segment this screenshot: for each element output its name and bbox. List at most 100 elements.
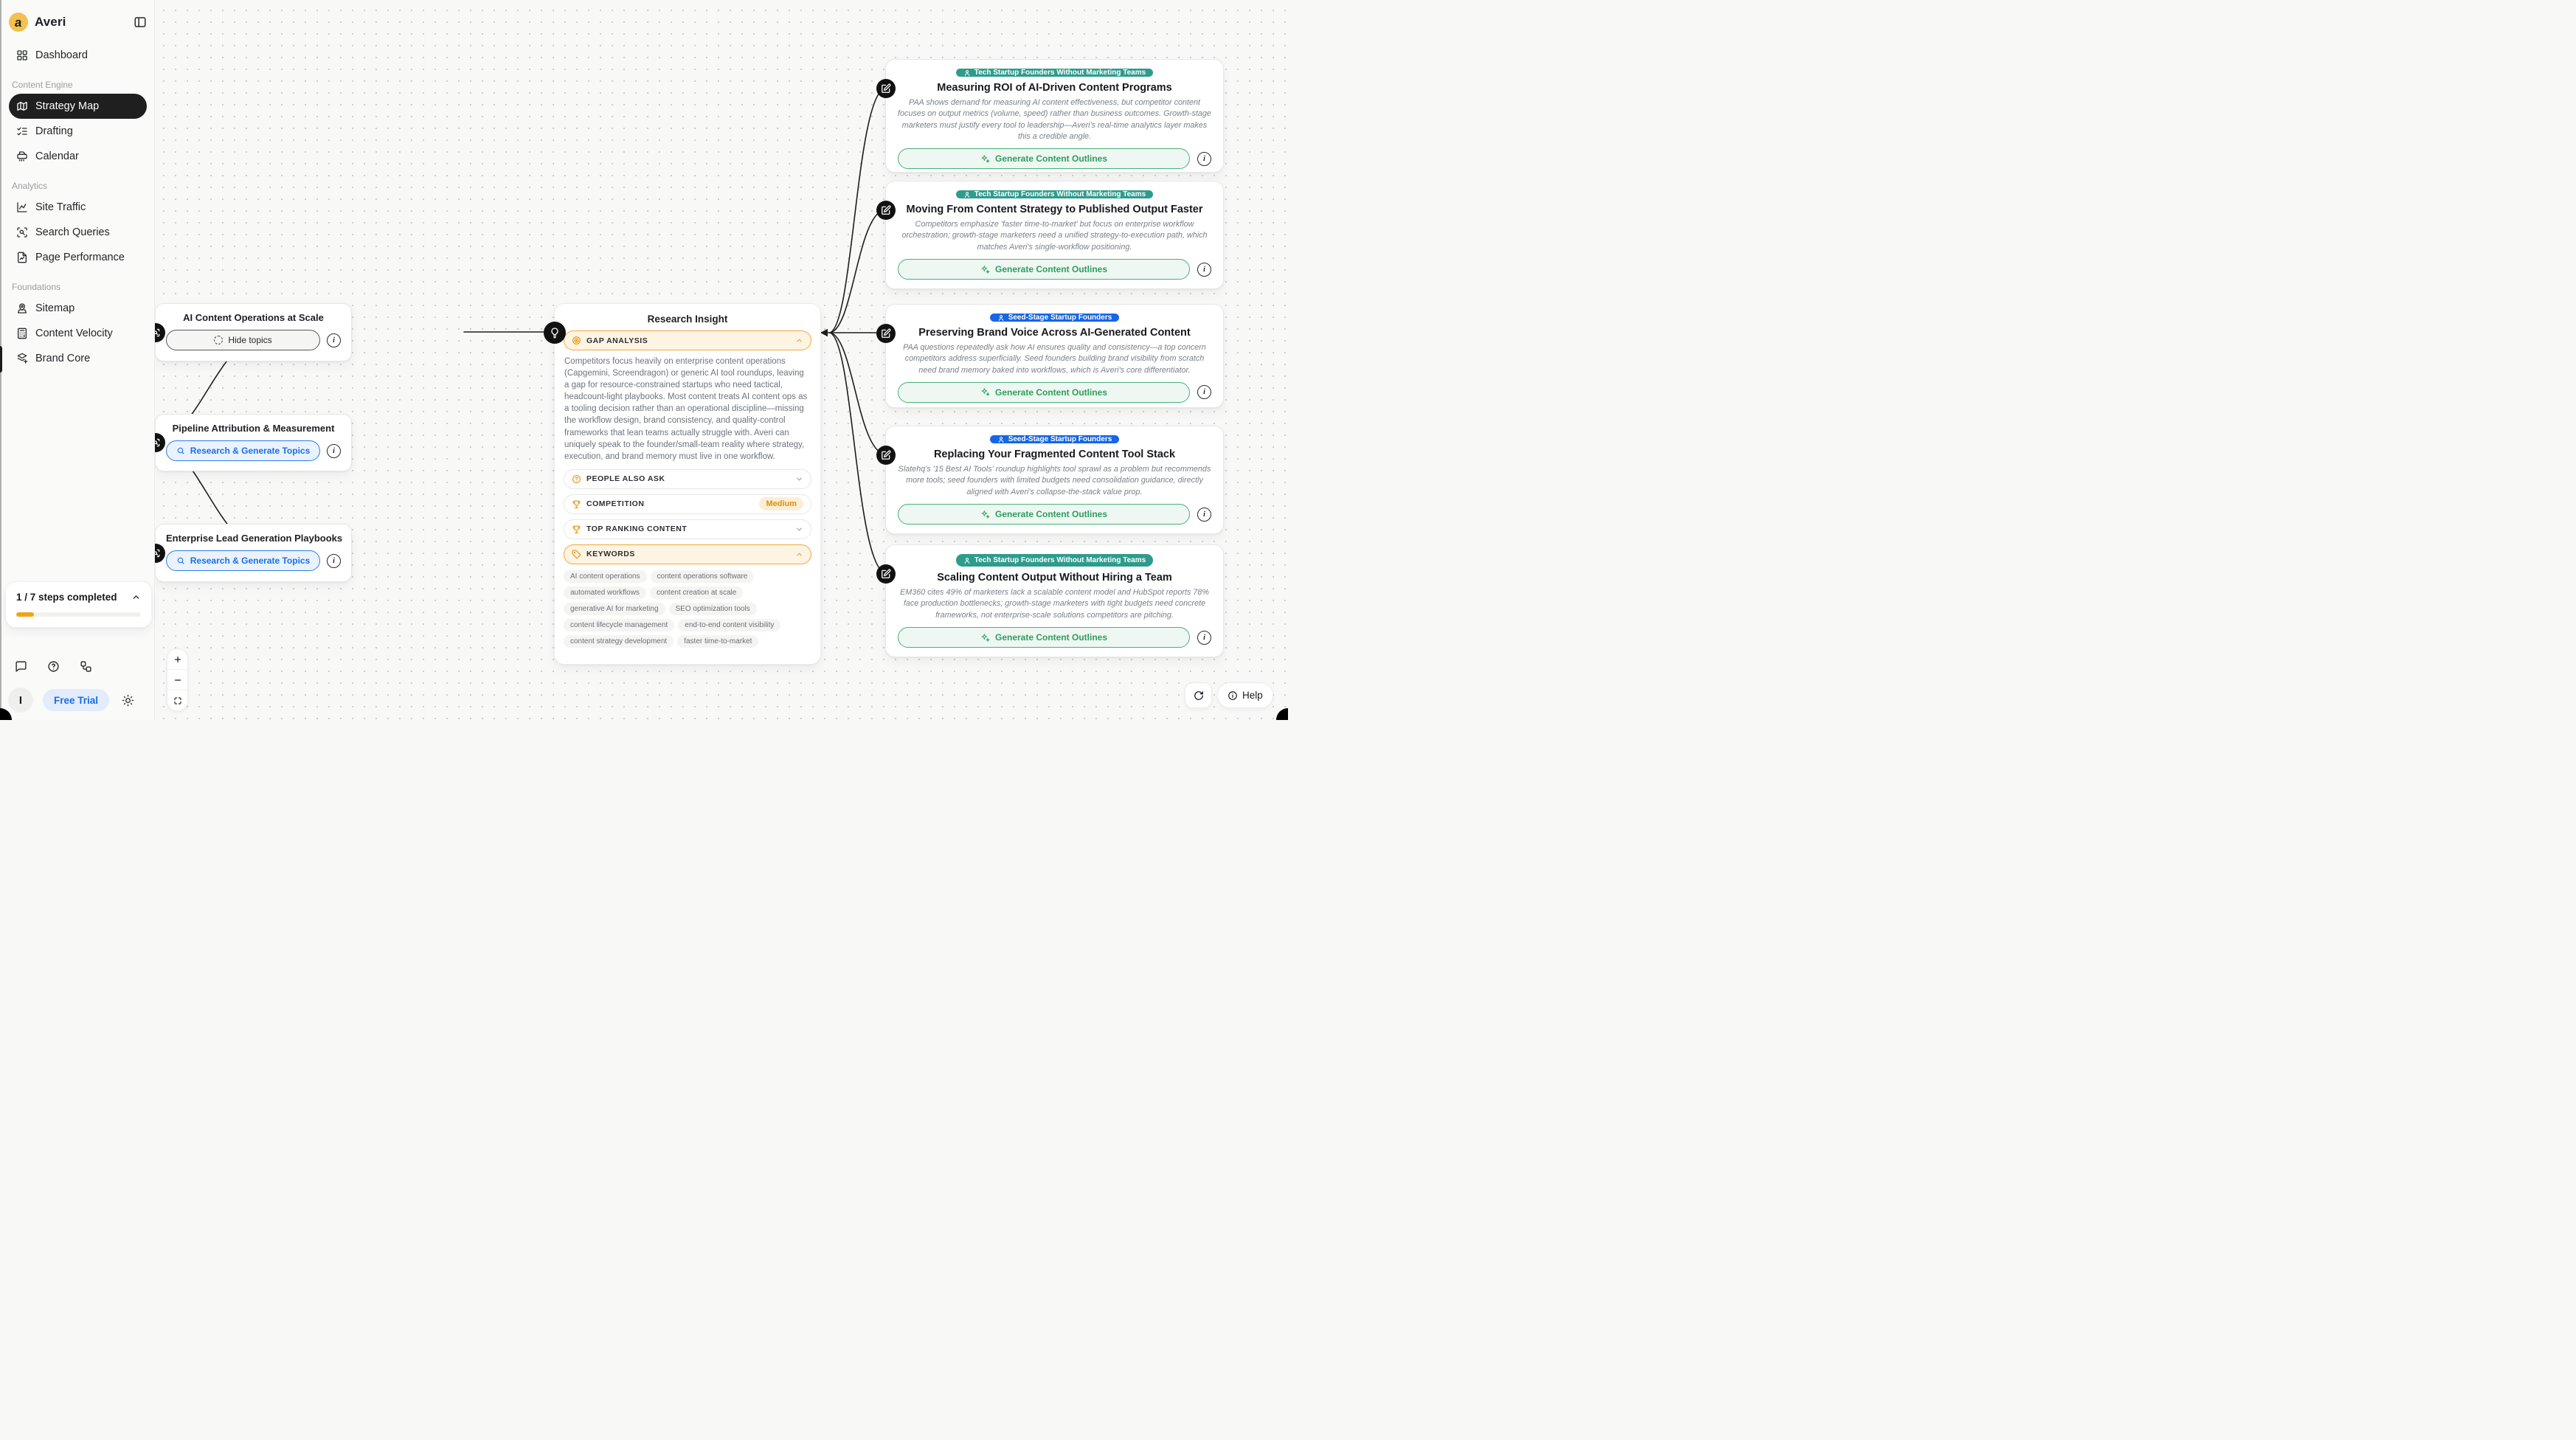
- research-generate-topics-button[interactable]: Research & Generate Topics: [166, 440, 320, 461]
- competition-row[interactable]: COMPETITION Medium: [564, 494, 811, 514]
- info-icon[interactable]: i: [327, 443, 341, 458]
- minus-icon: [174, 679, 181, 681]
- keyword-chip[interactable]: SEO optimization tools: [668, 602, 757, 615]
- edit-badge-icon: [876, 446, 896, 465]
- chat-feedback-icon[interactable]: [15, 660, 27, 673]
- opportunity-card-strategy-to-output[interactable]: Tech Startup Founders Without Marketing …: [876, 181, 1224, 289]
- audience-badge: Tech Startup Founders Without Marketing …: [955, 554, 1154, 567]
- keyword-chip[interactable]: content strategy development: [564, 634, 674, 648]
- fit-view-icon: [173, 696, 181, 705]
- refresh-button[interactable]: [1185, 682, 1212, 708]
- keyword-chip[interactable]: content operations software: [650, 570, 755, 583]
- research-insight-card[interactable]: Research Insight GAP ANALYSIS Competitor…: [544, 303, 821, 665]
- edit-badge-icon: [876, 564, 896, 584]
- hide-topics-button[interactable]: Hide topics: [166, 330, 320, 350]
- sidebar-item-calendar[interactable]: Calendar: [9, 144, 147, 169]
- opportunity-card-tool-stack[interactable]: Seed-Stage Startup Founders Replacing Yo…: [876, 426, 1224, 534]
- info-icon[interactable]: i: [1197, 630, 1211, 645]
- spinner-icon: [214, 336, 224, 345]
- theme-toggle-sun-icon[interactable]: [122, 694, 134, 707]
- keyword-chip[interactable]: automated workflows: [564, 586, 646, 599]
- strategy-map-canvas[interactable]: AI Content Operations at Scale Hide topi…: [146, 0, 1288, 720]
- calendar-icon: [17, 151, 27, 162]
- sparkles-icon: [981, 265, 990, 274]
- info-icon[interactable]: i: [1197, 262, 1211, 277]
- generate-content-outlines-button[interactable]: Generate Content Outlines: [898, 504, 1190, 525]
- map-icon: [17, 102, 27, 111]
- generate-content-outlines-button[interactable]: Generate Content Outlines: [898, 381, 1190, 403]
- audience-badge: Tech Startup Founders Without Marketing …: [955, 190, 1154, 199]
- help-circle-icon[interactable]: [47, 660, 60, 673]
- app-name: Averi: [35, 15, 66, 29]
- opportunity-card-scaling-output[interactable]: Tech Startup Founders Without Marketing …: [876, 544, 1224, 657]
- workflow-icon[interactable]: [80, 660, 92, 673]
- calculator-icon: [18, 328, 27, 339]
- user-avatar[interactable]: I: [8, 688, 33, 713]
- sidebar-item-label: Page Performance: [35, 252, 125, 263]
- sidebar-item-drafting[interactable]: Drafting: [9, 119, 147, 144]
- section-label-foundations: Foundations: [12, 282, 61, 292]
- sidebar-item-label: Calendar: [35, 150, 79, 162]
- collapse-sidebar-icon[interactable]: [134, 15, 147, 29]
- info-icon[interactable]: i: [327, 553, 341, 568]
- topic-node-enterprise-lead-generation[interactable]: Enterprise Lead Generation Playbooks Res…: [146, 524, 352, 582]
- row-label: PEOPLE ALSO ASK: [586, 474, 665, 484]
- onboarding-steps-card[interactable]: 1 / 7 steps completed: [5, 581, 152, 628]
- steps-progress-bar: [16, 612, 141, 617]
- sparkles-icon: [981, 633, 990, 642]
- keywords-row[interactable]: KEYWORDS: [564, 544, 811, 564]
- research-generate-topics-button[interactable]: Research & Generate Topics: [166, 550, 320, 571]
- info-icon[interactable]: i: [1197, 507, 1211, 522]
- sidebar-item-strategy-map[interactable]: Strategy Map: [9, 94, 147, 119]
- keyword-chip[interactable]: content creation at scale: [649, 586, 744, 599]
- info-icon[interactable]: i: [327, 333, 341, 347]
- section-label-content-engine: Content Engine: [12, 80, 73, 90]
- audience-badge: Seed-Stage Startup Founders: [989, 314, 1120, 322]
- people-also-ask-row[interactable]: PEOPLE ALSO ASK: [564, 468, 811, 489]
- sidebar-item-label: Drafting: [35, 125, 73, 137]
- opportunity-card-brand-voice[interactable]: Seed-Stage Startup Founders Preserving B…: [876, 304, 1224, 408]
- keyword-chip[interactable]: content lifecycle management: [564, 618, 675, 631]
- competition-level-badge: Medium: [759, 497, 803, 511]
- trophy-icon: [572, 500, 581, 508]
- keyword-chip[interactable]: AI content operations: [564, 570, 647, 583]
- gap-analysis-row[interactable]: GAP ANALYSIS: [564, 330, 811, 350]
- dashboard-icon: [17, 50, 27, 60]
- top-ranking-content-row[interactable]: TOP RANKING CONTENT: [564, 519, 811, 539]
- help-button[interactable]: Help: [1217, 682, 1273, 708]
- edit-badge-icon: [876, 79, 896, 98]
- sidebar-item-label: Sitemap: [35, 302, 75, 314]
- sidebar-item-content-velocity[interactable]: Content Velocity: [9, 321, 147, 346]
- free-trial-button[interactable]: Free Trial: [43, 689, 110, 711]
- opportunity-title: Scaling Content Output Without Hiring a …: [937, 572, 1172, 584]
- sidebar-header: a Averi: [9, 7, 147, 37]
- keyword-chip[interactable]: faster time-to-market: [677, 634, 759, 648]
- topic-node-pipeline-attribution[interactable]: Pipeline Attribution & Measurement Resea…: [146, 414, 352, 471]
- generate-content-outlines-button[interactable]: Generate Content Outlines: [898, 627, 1190, 648]
- generate-content-outlines-button[interactable]: Generate Content Outlines: [898, 259, 1190, 280]
- person-icon: [998, 314, 1003, 321]
- sidebar-item-site-traffic[interactable]: Site Traffic: [9, 195, 147, 220]
- sidebar-item-brand-core[interactable]: Brand Core: [9, 346, 147, 371]
- zoom-out-button[interactable]: [167, 669, 187, 690]
- opportunity-card-measuring-roi[interactable]: Tech Startup Founders Without Marketing …: [876, 59, 1224, 173]
- topic-node-ai-content-operations[interactable]: AI Content Operations at Scale Hide topi…: [146, 303, 352, 361]
- zoom-in-button[interactable]: [167, 649, 187, 669]
- chevron-up-icon[interactable]: [131, 592, 141, 602]
- opportunity-title: Preserving Brand Voice Across AI-Generat…: [918, 327, 1191, 339]
- sidebar-item-page-performance[interactable]: Page Performance: [9, 245, 147, 270]
- row-label: TOP RANKING CONTENT: [586, 525, 688, 534]
- keyword-chip[interactable]: generative AI for marketing: [564, 602, 665, 615]
- keyword-chip[interactable]: end-to-end content visibility: [678, 618, 781, 631]
- info-icon[interactable]: i: [1197, 151, 1211, 166]
- tag-icon: [572, 550, 581, 559]
- info-icon[interactable]: i: [1197, 385, 1211, 400]
- sidebar-item-sitemap[interactable]: Sitemap: [9, 296, 147, 321]
- fit-view-button[interactable]: [167, 690, 187, 710]
- sparkles-icon: [981, 510, 990, 519]
- generate-content-outlines-button[interactable]: Generate Content Outlines: [898, 148, 1190, 170]
- sidebar-item-search-queries[interactable]: Search Queries: [9, 220, 147, 245]
- keyword-chips: AI content operations content operations…: [564, 570, 811, 648]
- sidebar-item-dashboard[interactable]: Dashboard: [9, 43, 147, 68]
- screen-corner: [1276, 708, 1288, 720]
